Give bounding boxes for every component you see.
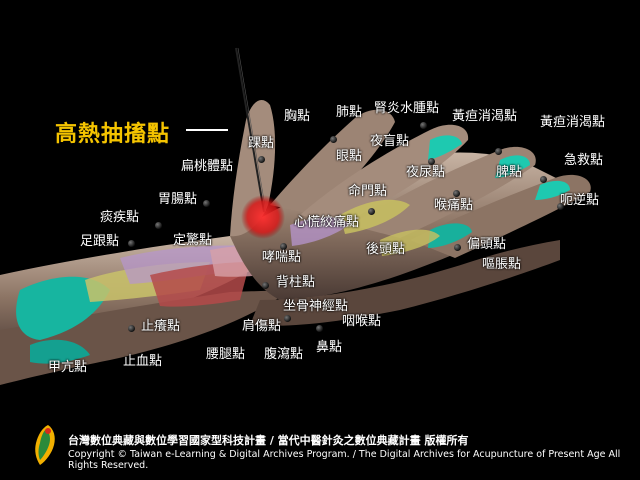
label-shenyan: 腎炎水腫點 xyxy=(374,101,440,116)
label-ouzhang: 嘔脹點 xyxy=(482,257,522,272)
acupoint-dot xyxy=(368,208,375,215)
label-xiong: 胸點 xyxy=(284,109,311,124)
label-pi: 脾點 xyxy=(496,165,523,180)
label-dingjing: 定驚點 xyxy=(173,233,213,248)
label-xiaochuan: 哮喘點 xyxy=(262,250,302,265)
acupoint-dot xyxy=(316,325,323,332)
label-bi: 鼻點 xyxy=(316,340,343,355)
tendon-purple xyxy=(290,217,350,246)
label-jijiu: 急救點 xyxy=(564,153,604,168)
footer-copyright-en: Copyright © Taiwan e-Learning & Digital … xyxy=(68,449,621,471)
highlighted-point-title: 高熱抽搐點 xyxy=(55,122,171,147)
tendon-yellow-1 xyxy=(340,199,410,234)
finger-middle xyxy=(300,124,469,225)
acupoint-dot xyxy=(454,244,461,251)
tendon-teal-4 xyxy=(428,223,472,248)
acupoint-dot xyxy=(203,200,210,207)
acupoint-dot xyxy=(540,176,547,183)
label-yemang: 夜盲點 xyxy=(370,134,410,149)
acupoint-dot xyxy=(128,240,135,247)
label-zhiyang: 止癢點 xyxy=(141,319,181,334)
tendon-yellow-2 xyxy=(380,229,440,256)
footer-copyright-zh: 台灣數位典藏與數位學習國家型科技計畫 / 當代中醫針灸之數位典藏計畫 版權所有 xyxy=(68,434,469,447)
label-beizhu: 背柱點 xyxy=(276,275,316,290)
label-yanhou: 咽喉點 xyxy=(342,314,382,329)
label-houtou: 後頭點 xyxy=(366,242,406,257)
label-fuxie: 腹瀉點 xyxy=(264,347,304,362)
taiwan-logo-icon xyxy=(35,425,55,465)
forearm-tendon-teal-2 xyxy=(30,339,90,364)
finger-index xyxy=(270,109,395,215)
label-fei: 肺點 xyxy=(336,105,363,120)
label-houtong: 喉痛點 xyxy=(434,198,474,213)
acupoint-dot xyxy=(495,148,502,155)
label-zhixue: 止血點 xyxy=(123,354,163,369)
tendon-teal-3 xyxy=(535,180,570,200)
label-eni: 呃逆點 xyxy=(560,193,600,208)
forearm-tendon-teal xyxy=(16,276,111,340)
acupoint-dot xyxy=(420,122,427,129)
label-yan: 眼點 xyxy=(336,149,363,164)
label-zugen: 足跟點 xyxy=(80,234,120,249)
label-huai: 踝點 xyxy=(248,136,275,151)
acupuncture-needle-shine xyxy=(237,47,267,213)
label-tanji: 痰疾點 xyxy=(100,210,140,225)
label-yaotui: 腰腿點 xyxy=(206,347,246,362)
acupoint-dot xyxy=(284,315,291,322)
label-huangdan-1: 黃疸消渴點 xyxy=(452,109,518,124)
label-weichang: 胃腸點 xyxy=(158,192,198,207)
label-mingmen: 命門點 xyxy=(348,184,388,199)
tendon-teal-1 xyxy=(428,135,462,160)
acupoint-dot xyxy=(428,158,435,165)
label-yeniao: 夜尿點 xyxy=(406,165,446,180)
highlight-point-gaore-chousu xyxy=(241,195,285,239)
acupoint-dot xyxy=(258,156,265,163)
acupoint-dot xyxy=(453,190,460,197)
acupoint-dot xyxy=(128,325,135,332)
acupoint-dot xyxy=(155,222,162,229)
acupoint-dot xyxy=(262,282,269,289)
label-piantou: 偏頭點 xyxy=(467,237,507,252)
tendon-teal-2 xyxy=(495,155,530,178)
acupoint-dot xyxy=(557,203,564,210)
label-jiantong: 肩傷點 xyxy=(242,319,282,334)
hand-lower-edge xyxy=(250,240,560,326)
label-xinhuang: 心慌絞痛點 xyxy=(294,215,360,230)
title-leader-line xyxy=(186,129,228,131)
label-huangdan-2: 黃疸消渴點 xyxy=(540,115,606,130)
label-jiakang: 甲亢點 xyxy=(48,360,88,375)
acupoint-dot xyxy=(280,243,287,250)
label-zuogu: 坐骨神經點 xyxy=(283,299,349,314)
acupoint-dot xyxy=(330,136,337,143)
acupuncture-needle xyxy=(235,47,265,213)
label-biantaoti: 扁桃體點 xyxy=(181,159,234,174)
forearm-lower xyxy=(0,290,290,385)
